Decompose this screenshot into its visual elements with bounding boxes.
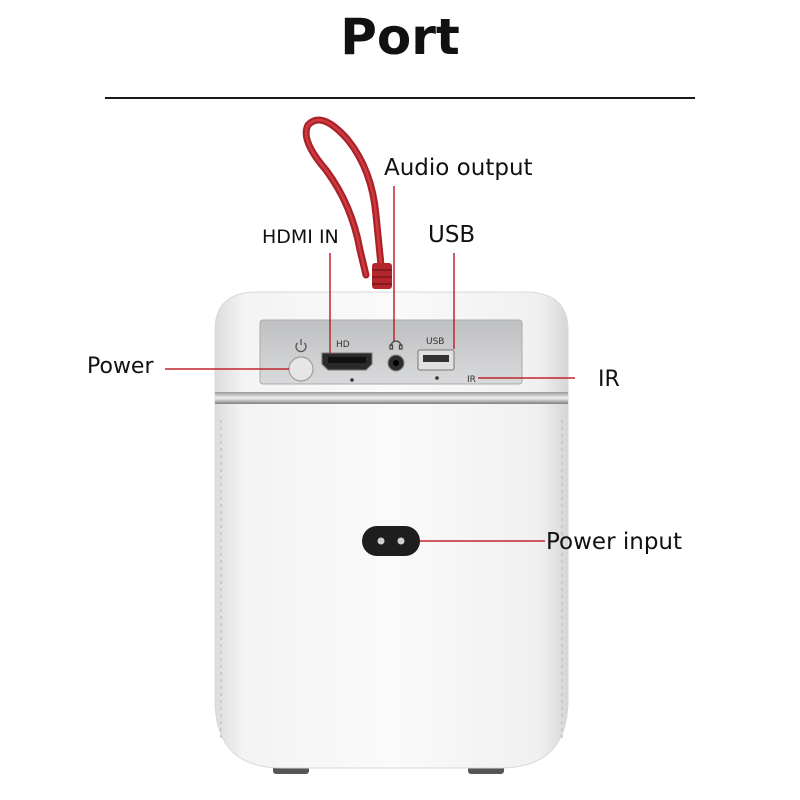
power-button[interactable] (288, 356, 314, 382)
usb-port-marking: USB (426, 337, 444, 347)
hdmi-indicator-dot (350, 378, 354, 382)
leader-lines (165, 186, 575, 542)
carry-strap (302, 116, 392, 289)
page-title: Port (340, 8, 460, 66)
callout-power-input: Power input (546, 529, 683, 555)
chrome-band (215, 392, 568, 404)
power-symbol-icon (295, 339, 307, 353)
callout-power: Power (87, 354, 154, 379)
audio-jack[interactable] (387, 354, 405, 372)
title-divider (105, 97, 695, 99)
headphone-icon (389, 340, 403, 350)
ir-sensor-marking: IR (467, 375, 476, 385)
callout-usb: USB (428, 222, 476, 248)
hdmi-port[interactable] (321, 352, 373, 371)
usb-indicator-dot (435, 376, 439, 380)
callout-audio-output: Audio output (384, 155, 533, 181)
power-input-socket[interactable] (362, 526, 420, 556)
callout-hdmi-in: HDMI IN (262, 226, 339, 248)
side-vents (220, 420, 563, 740)
usb-port[interactable] (417, 349, 455, 371)
hdmi-port-marking: HD (336, 340, 350, 350)
callout-ir: IR (598, 367, 620, 392)
